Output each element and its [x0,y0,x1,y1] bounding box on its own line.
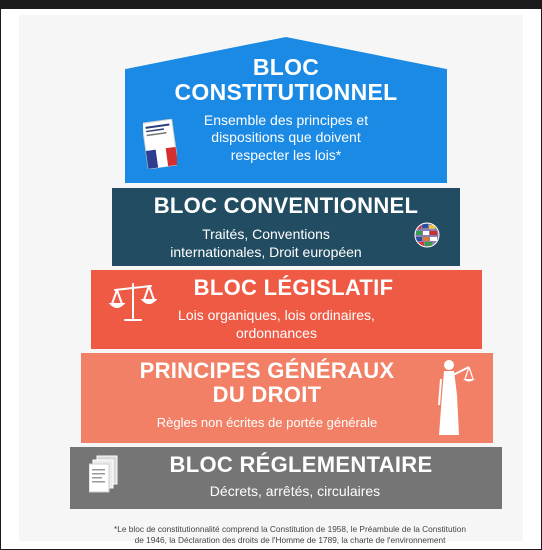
tier-description-line: Lois organiques, lois ordinaires, [178,307,375,324]
pyramid-poster: BLOC CONSTITUTIONNEL Ensemble des princi… [19,15,523,545]
tier-bloc-reglementaire: BLOC RÉGLEMENTAIRE Décrets, arrêtés, cir… [70,447,502,509]
tier-title-line: BLOC [252,54,320,80]
tier-title: BLOC CONSTITUTIONNEL [125,54,447,106]
scales-icon [108,280,158,329]
tier-description: Règles non écrites de portée générale [156,415,378,431]
tier-description-line: ordonnances [236,324,317,341]
tier-description: Ensemble des principes et dispositions q… [125,112,447,165]
tier-title-line: DU DROIT [212,382,322,408]
tier-bloc-legislatif: BLOC LÉGISLATIF Lois organiques, lois or… [91,270,482,349]
tier-description: Traités, Conventions internationales, Dr… [112,226,460,261]
tier-principes-generaux-du-droit: PRINCIPES GÉNÉRAUX DU DROIT Règles non é… [81,353,493,443]
footnote: *Le bloc de constitutionnalité comprend … [55,524,525,546]
tier-bloc-conventionnel: BLOC CONVENTIONNEL Traités, Conventions … [112,188,460,266]
tier-description-line: dispositions que doivent [211,129,361,146]
tier-title-line: CONSTITUTIONNEL [174,79,398,106]
tier-title: BLOC LÉGISLATIF [193,275,394,300]
tier-title-line: PRINCIPES GÉNÉRAUX [139,358,395,383]
footnote-line: *Le bloc de constitutionnalité comprend … [114,524,466,534]
tier-title: PRINCIPES GÉNÉRAUX DU DROIT [81,358,493,408]
tier-description: Lois organiques, lois ordinaires, ordonn… [91,307,482,342]
tier-title: BLOC RÉGLEMENTAIRE [169,452,433,477]
documents-icon [88,454,121,499]
footnote-line: de 1946, la Déclaration des droits de l'… [134,535,446,546]
tier-title: BLOC CONVENTIONNEL [153,193,419,218]
tier-description: Décrets, arrêtés, circulaires [209,483,381,500]
flags-globe-icon [413,221,441,254]
tier-description-line: respecter les lois* [230,146,342,163]
tier-description-line: internationales, Droit européen [170,243,362,260]
top-border [1,1,541,9]
tier-description-line: Traités, Conventions [202,226,330,243]
tier-bloc-constitutionnel: BLOC CONSTITUTIONNEL Ensemble des princi… [125,37,447,183]
constitution-book-icon [141,118,179,174]
lady-justice-icon [431,355,475,446]
tier-description-line: Ensemble des principes et [203,111,369,128]
